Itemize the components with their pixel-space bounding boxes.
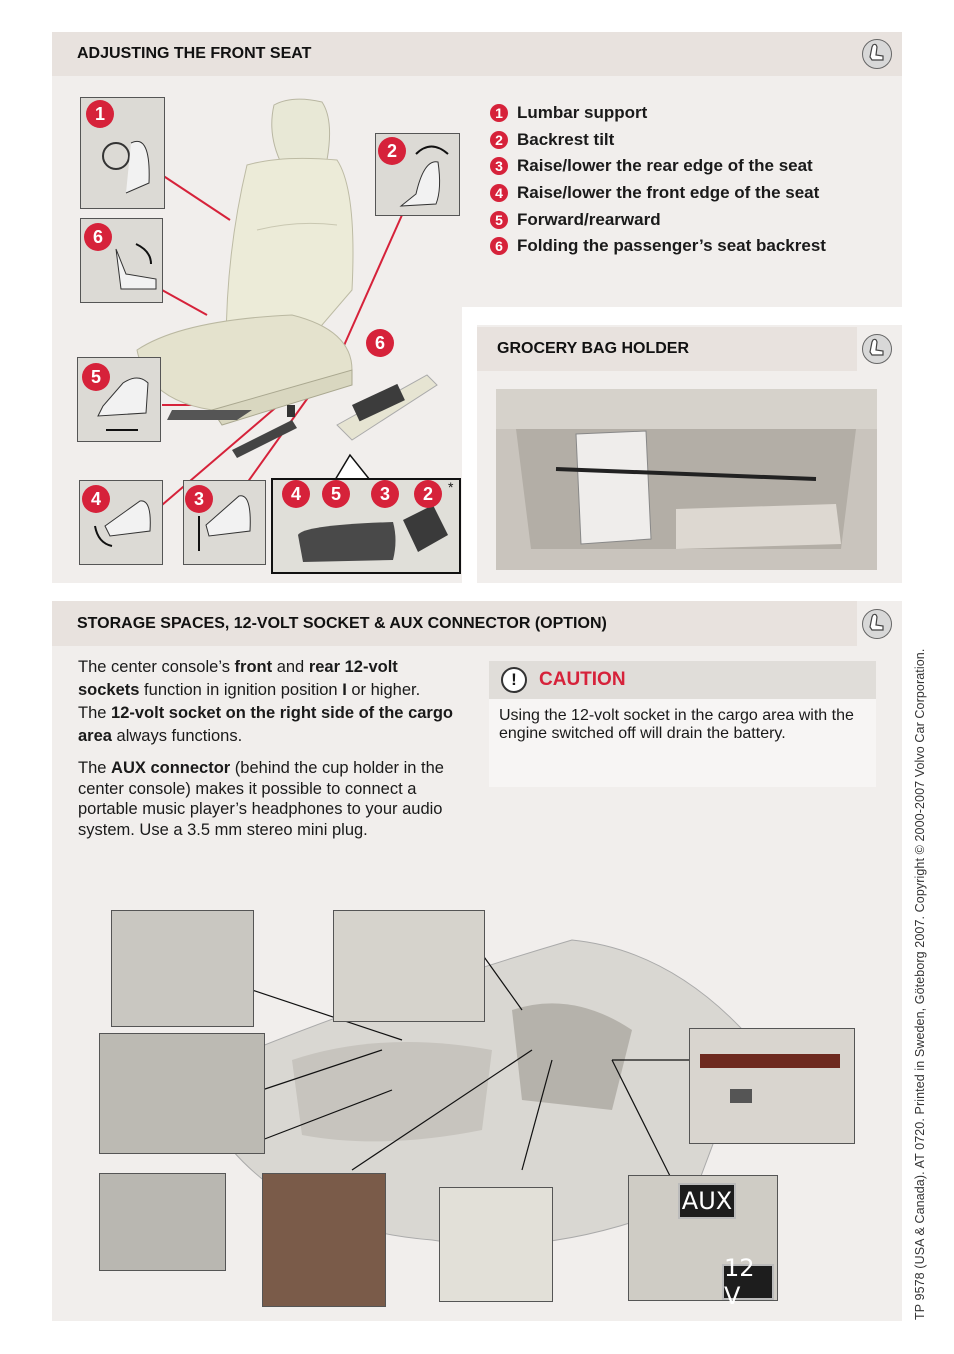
aux-label: AUX: [678, 1183, 736, 1219]
closeup-badge-4: 4: [282, 480, 310, 508]
door-panel-photo: [333, 910, 485, 1022]
callout-badge-6: 6: [84, 223, 112, 251]
closeup-badge-3: 3: [371, 480, 399, 508]
caution-title: CAUTION: [539, 669, 626, 690]
seat-icon: [862, 334, 892, 364]
closeup-badge-2: 2: [414, 480, 442, 508]
rear-seat-photo: [99, 1033, 265, 1154]
front-edge-inset: [79, 480, 163, 565]
option-asterisk: *: [448, 479, 454, 495]
seat-icon: [862, 609, 892, 639]
callout-badge-3: 3: [185, 485, 213, 513]
callout-badge-1: 1: [86, 100, 114, 128]
caution-icon: !: [501, 667, 527, 693]
section-title-storage: STORAGE SPACES, 12-VOLT SOCKET & AUX CON…: [52, 601, 857, 646]
side-imprint: TP 9578 (USA & Canada). AT 0720. Printed…: [913, 648, 927, 1320]
callout-badge-4: 4: [82, 485, 110, 513]
console-front-photo: [111, 910, 254, 1027]
paragraph-cargo-socket: The 12-volt socket on the right side of …: [78, 704, 454, 745]
callout-badge-6b: 6: [366, 329, 394, 357]
closeup-badge-5: 5: [322, 480, 350, 508]
front-seat-illustration: [136, 98, 438, 506]
section-title-front-seat: ADJUSTING THE FRONT SEAT: [52, 32, 902, 76]
grocery-title: GROCERY BAG HOLDER: [497, 340, 690, 357]
front-seat-title: ADJUSTING THE FRONT SEAT: [77, 45, 312, 62]
callout-badge-2: 2: [378, 137, 406, 165]
grocery-bag-photo: [496, 389, 877, 570]
12v-label: 12 V: [722, 1254, 774, 1310]
caution-text: Using the 12-volt socket in the cargo ar…: [499, 707, 854, 742]
front-seat-panel: [52, 32, 902, 307]
paragraph-aux: The AUX connector (behind the cup holder…: [78, 759, 444, 839]
seat-icon: [862, 39, 892, 69]
seat-storage-photo: [439, 1187, 553, 1302]
section-title-grocery: GROCERY BAG HOLDER: [477, 327, 857, 371]
glovebox-photo: [689, 1028, 855, 1144]
cargo-socket-photo: [99, 1173, 226, 1271]
caution-box: ! CAUTION Using the 12-volt socket in th…: [489, 661, 876, 787]
paragraph-sockets: The center console’s front and rear 12-v…: [78, 658, 421, 699]
caution-header: ! CAUTION: [489, 661, 876, 699]
storage-title: STORAGE SPACES, 12-VOLT SOCKET & AUX CON…: [77, 614, 607, 632]
storage-description: The center console’s front and rear 12-v…: [78, 656, 463, 850]
callout-badge-5: 5: [82, 363, 110, 391]
cup-holder-photo: [262, 1173, 386, 1307]
